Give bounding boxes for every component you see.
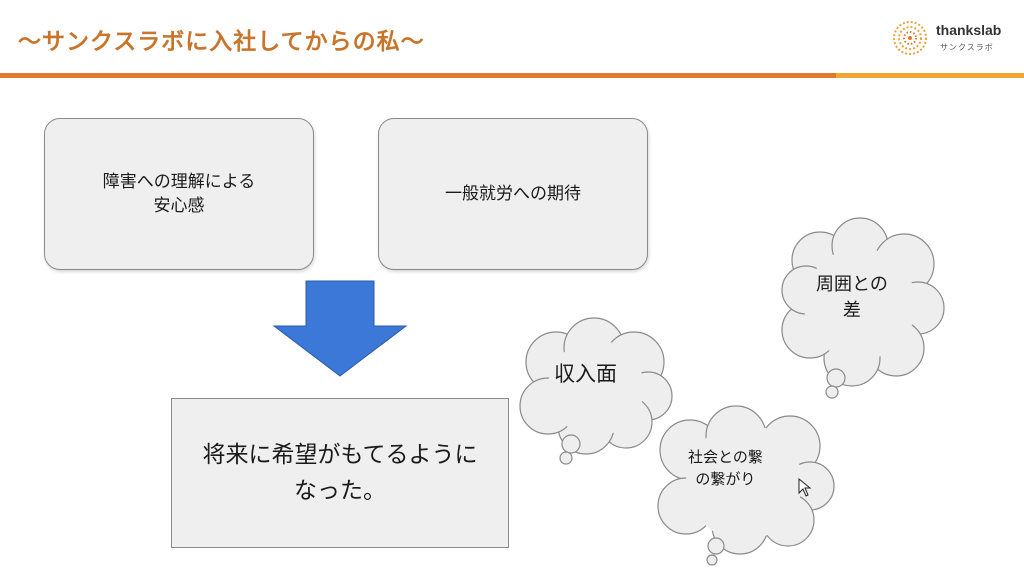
box-hope-line2: なった。: [294, 478, 386, 504]
slide-title: 〜サンクスラボに入社してからの私〜: [18, 29, 425, 55]
logo-subtext: サンクスラボ: [940, 43, 994, 52]
thought-cloud-shape: [519, 317, 673, 465]
thought-cloud-shape: [781, 217, 945, 399]
thought-bubble-difference: 周囲との 差: [780, 217, 945, 400]
thought-income-label: 収入面: [554, 362, 617, 386]
thought-social-line2: の繋がり: [695, 470, 756, 488]
box-hope-line1: 将来に希望がもてるように: [202, 442, 478, 468]
thought-bubble-social: 社会との繋 の繋がり: [650, 405, 838, 570]
thought-difference-line1: 周囲との: [816, 274, 888, 295]
box-understanding-line1: 障害への理解による: [102, 172, 256, 192]
thankslab-logo-icon: [893, 21, 927, 55]
slide-header: 〜サンクスラボに入社してからの私〜 thankslab サンクスラボ: [0, 0, 1024, 80]
thankslab-logo: thankslab サンクスラボ: [892, 18, 1022, 62]
header-rule: [0, 73, 1024, 78]
thought-social-label: 社会との繋 の繋がり: [688, 446, 763, 490]
box-understanding: 障害への理解による 安心感: [44, 118, 314, 270]
thought-difference-line2: 差: [842, 300, 861, 321]
thought-bubble-income: 収入面: [516, 312, 676, 472]
down-arrow-icon: [272, 280, 408, 377]
logo-text: thankslab: [936, 22, 1002, 38]
box-expectation: 一般就労への期待: [378, 118, 648, 270]
box-understanding-line2: 安心感: [153, 196, 205, 216]
thought-social-line1: 社会との繋: [688, 448, 763, 466]
thought-cloud-shape: [657, 405, 835, 566]
mouse-cursor-icon: [798, 478, 812, 497]
thought-difference-label: 周囲との 差: [816, 272, 888, 324]
box-expectation-line1: 一般就労への期待: [445, 184, 581, 204]
box-hope: 将来に希望がもてるように なった。: [171, 398, 509, 548]
